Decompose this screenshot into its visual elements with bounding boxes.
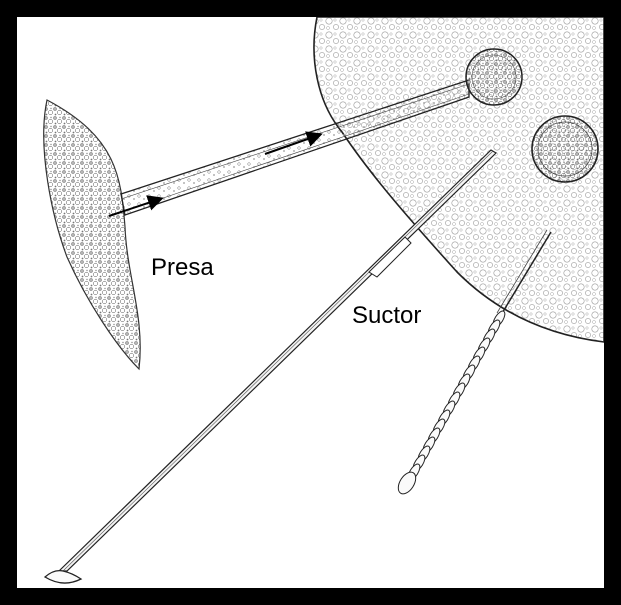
tentacle-knob [466, 49, 522, 105]
illustration-canvas: Presa Suctor [17, 17, 604, 588]
tentacle-tip [45, 571, 81, 583]
prey-cell [44, 100, 140, 369]
prey-label: Presa [151, 254, 214, 282]
long-tentacle-base [369, 237, 411, 277]
contracted-tentacle-coils [395, 309, 507, 497]
nucleus [532, 116, 598, 182]
suctor-label: Suctor [352, 302, 421, 330]
suctorian-feeding-illustration [17, 17, 604, 588]
